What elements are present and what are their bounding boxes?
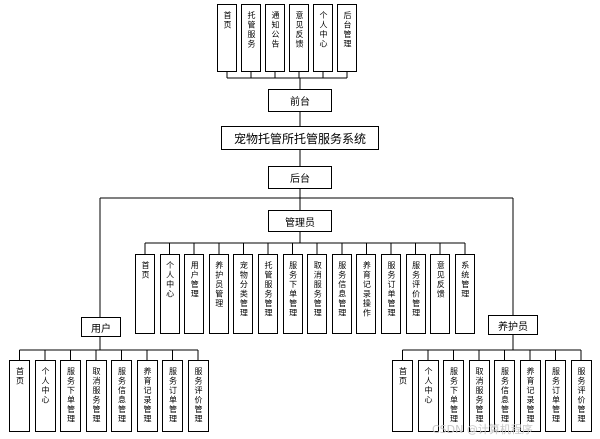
user-module-label: 服务评价管理 xyxy=(194,367,203,424)
front-module-label: 个人中心 xyxy=(319,11,328,49)
front-module-4: 意见反馈 xyxy=(289,4,309,72)
admin-module-label: 托管服务管理 xyxy=(264,261,273,318)
system-title-node: 宠物托管所托管服务系统 xyxy=(221,126,379,150)
caretaker-module-label: 养育记录管理 xyxy=(526,367,535,424)
caretaker-module-label: 个人中心 xyxy=(424,367,433,405)
admin-module-14: 系统管理 xyxy=(454,254,475,334)
admin-module-13: 意见反馈 xyxy=(430,254,451,334)
caretaker-role-node: 养护员 xyxy=(488,315,538,335)
user-module-3: 服务下单管理 xyxy=(60,360,81,432)
caretaker-module-6: 养育记录管理 xyxy=(519,360,541,432)
caretaker-module-label: 首页 xyxy=(398,367,408,386)
user-module-1: 首页 xyxy=(9,360,30,432)
user-module-6: 养育记录管理 xyxy=(136,360,158,432)
admin-module-label: 服务订单管理 xyxy=(387,261,396,318)
front-module-label: 首页 xyxy=(223,11,232,30)
admin-module-3: 用户管理 xyxy=(184,254,205,334)
caretaker-module-8: 服务评价管理 xyxy=(570,360,592,432)
caretaker-module-label: 服务订单管理 xyxy=(551,367,561,424)
user-module-label: 养育记录管理 xyxy=(143,367,152,424)
admin-module-label: 首页 xyxy=(141,261,150,280)
user-module-label: 服务下单管理 xyxy=(66,367,76,424)
admin-module-6: 托管服务管理 xyxy=(258,254,278,334)
admin-module-2: 个人中心 xyxy=(159,254,180,334)
caretaker-module-3: 服务下单管理 xyxy=(443,360,464,432)
user-module-5: 服务信息管理 xyxy=(111,360,132,432)
caretaker-module-label: 取消服务管理 xyxy=(475,367,484,424)
admin-module-1: 首页 xyxy=(135,254,155,334)
user-module-2: 个人中心 xyxy=(34,360,56,432)
admin-module-7: 服务下单管理 xyxy=(282,254,303,334)
admin-module-label: 服务信息管理 xyxy=(337,261,347,318)
front-end-node: 前台 xyxy=(268,89,332,112)
admin-module-label: 服务下单管理 xyxy=(288,261,298,318)
back-end-node: 后台 xyxy=(268,166,332,189)
admin-module-label: 取消服务管理 xyxy=(313,261,323,318)
caretaker-module-7: 服务订单管理 xyxy=(545,360,566,432)
caretaker-module-label: 服务信息管理 xyxy=(500,367,510,424)
admin-module-10: 养育记录操作 xyxy=(356,254,377,334)
user-module-label: 取消服务管理 xyxy=(92,367,101,424)
admin-module-label: 系统管理 xyxy=(460,261,470,299)
front-module-label: 意见反馈 xyxy=(295,11,304,49)
user-module-8: 服务评价管理 xyxy=(187,360,209,432)
front-module-5: 个人中心 xyxy=(313,4,333,72)
admin-module-8: 取消服务管理 xyxy=(307,254,328,334)
admin-module-5: 宠物分类管理 xyxy=(233,254,254,334)
admin-module-label: 宠物分类管理 xyxy=(239,261,249,318)
front-module-label: 通知公告 xyxy=(271,11,280,49)
admin-module-12: 服务评价管理 xyxy=(405,254,426,334)
user-module-label: 服务订单管理 xyxy=(168,367,178,424)
user-module-7: 服务订单管理 xyxy=(162,360,183,432)
admin-module-label: 意见反馈 xyxy=(436,261,446,299)
admin-role-node: 管理员 xyxy=(268,210,332,232)
caretaker-module-1: 首页 xyxy=(392,360,413,432)
admin-module-label: 服务评价管理 xyxy=(411,261,421,318)
front-module-6: 后台管理 xyxy=(337,4,357,72)
user-module-label: 首页 xyxy=(15,367,25,386)
admin-module-9: 服务信息管理 xyxy=(331,254,352,334)
front-module-2: 托管服务 xyxy=(241,4,261,72)
caretaker-module-5: 服务信息管理 xyxy=(494,360,515,432)
user-role-node: 用户 xyxy=(81,317,121,337)
admin-module-label: 养护员管理 xyxy=(214,261,224,309)
user-module-label: 个人中心 xyxy=(41,367,50,405)
front-module-label: 托管服务 xyxy=(247,11,256,49)
caretaker-module-label: 服务下单管理 xyxy=(449,367,459,424)
admin-module-label: 养育记录操作 xyxy=(362,261,372,318)
caretaker-module-2: 个人中心 xyxy=(417,360,439,432)
caretaker-module-4: 取消服务管理 xyxy=(468,360,490,432)
user-module-4: 取消服务管理 xyxy=(85,360,107,432)
admin-module-11: 服务订单管理 xyxy=(381,254,401,334)
admin-module-label: 个人中心 xyxy=(165,261,175,299)
front-module-label: 后台管理 xyxy=(343,11,352,49)
user-module-label: 服务信息管理 xyxy=(117,367,127,424)
front-module-3: 通知公告 xyxy=(265,4,285,72)
front-module-1: 首页 xyxy=(217,4,237,72)
admin-module-4: 养护员管理 xyxy=(208,254,229,334)
caretaker-module-label: 服务评价管理 xyxy=(577,367,586,424)
admin-module-label: 用户管理 xyxy=(190,261,200,299)
watermark-text: CSDN @计算机程序 xyxy=(432,423,533,436)
